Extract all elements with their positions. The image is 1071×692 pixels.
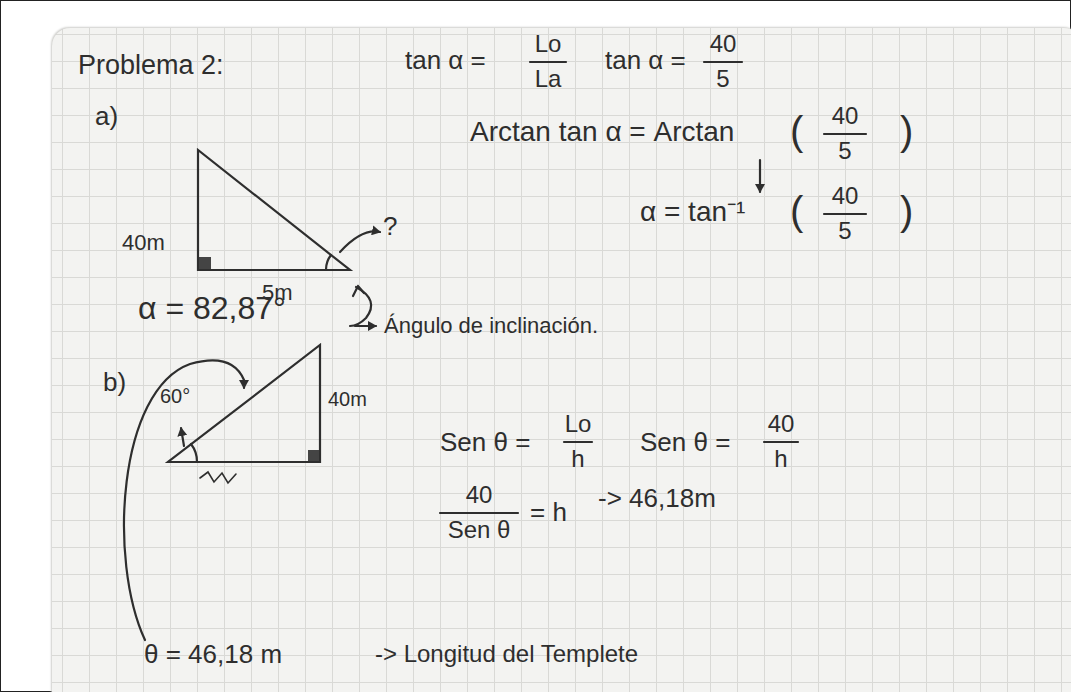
equation: Sen θ = bbox=[440, 428, 530, 458]
denominator: 5 bbox=[716, 65, 729, 93]
triangle-b bbox=[168, 345, 320, 462]
equation: tan α = bbox=[405, 46, 486, 76]
denominator: h bbox=[774, 445, 787, 473]
denominator: La bbox=[535, 65, 562, 93]
fraction-bar bbox=[564, 441, 592, 443]
parenthesis: ) bbox=[900, 188, 913, 234]
part-label: a) bbox=[95, 102, 118, 132]
dimension: 40m bbox=[122, 230, 165, 255]
pointer-arrow bbox=[355, 325, 376, 327]
note: -> Longitud del Templete bbox=[375, 640, 638, 668]
result: θ = 46,18 m bbox=[144, 640, 282, 670]
bracket-curve bbox=[350, 287, 371, 326]
numerator: Lo bbox=[565, 410, 592, 438]
right-angle-mark bbox=[199, 257, 211, 269]
angle-arc bbox=[326, 255, 331, 270]
denominator: h bbox=[571, 445, 584, 473]
parenthesis: ( bbox=[790, 188, 803, 234]
denominator: 5 bbox=[838, 217, 851, 245]
numerator: 40 bbox=[768, 410, 795, 438]
part-label: b) bbox=[103, 368, 126, 398]
triangle-a bbox=[198, 150, 350, 270]
result: α = 82,87° bbox=[138, 290, 286, 327]
fraction-bar bbox=[824, 133, 866, 135]
fraction-bar bbox=[440, 512, 518, 514]
numerator: 40 bbox=[466, 481, 493, 509]
down-arrow bbox=[759, 160, 761, 192]
angle-arrow bbox=[181, 428, 184, 446]
equation: = h bbox=[530, 498, 567, 528]
numerator: Lo bbox=[535, 30, 562, 58]
numerator: 40 bbox=[710, 30, 737, 58]
angle-arc bbox=[191, 444, 197, 462]
parenthesis: ( bbox=[790, 108, 803, 154]
arrow-to-question bbox=[340, 231, 380, 252]
numerator: 40 bbox=[832, 102, 859, 130]
note: Ángulo de inclinación. bbox=[384, 313, 598, 338]
right-angle-mark bbox=[308, 450, 319, 461]
equation: α = tan⁻¹ bbox=[640, 196, 745, 228]
fraction-bar bbox=[704, 61, 742, 63]
equation: Arctan tan α = Arctan bbox=[470, 116, 734, 148]
fraction-bar bbox=[764, 441, 798, 443]
page-heading: Problema 2: bbox=[78, 50, 224, 81]
small-arrowhead bbox=[353, 286, 364, 296]
dimension: 40m bbox=[328, 388, 367, 411]
fraction-bar bbox=[530, 61, 566, 63]
unknown-mark: ? bbox=[383, 212, 397, 242]
result: -> 46,18m bbox=[598, 484, 716, 514]
angle-label: 60° bbox=[160, 385, 190, 408]
curved-arrow bbox=[124, 360, 244, 640]
scribble bbox=[200, 472, 236, 483]
denominator: 5 bbox=[838, 137, 851, 165]
equation: Sen θ = bbox=[640, 428, 730, 458]
equation: tan α = bbox=[605, 46, 686, 76]
denominator: Sen θ bbox=[448, 516, 511, 544]
numerator: 40 bbox=[832, 182, 859, 210]
fraction-bar bbox=[824, 213, 866, 215]
parenthesis: ) bbox=[900, 108, 913, 154]
